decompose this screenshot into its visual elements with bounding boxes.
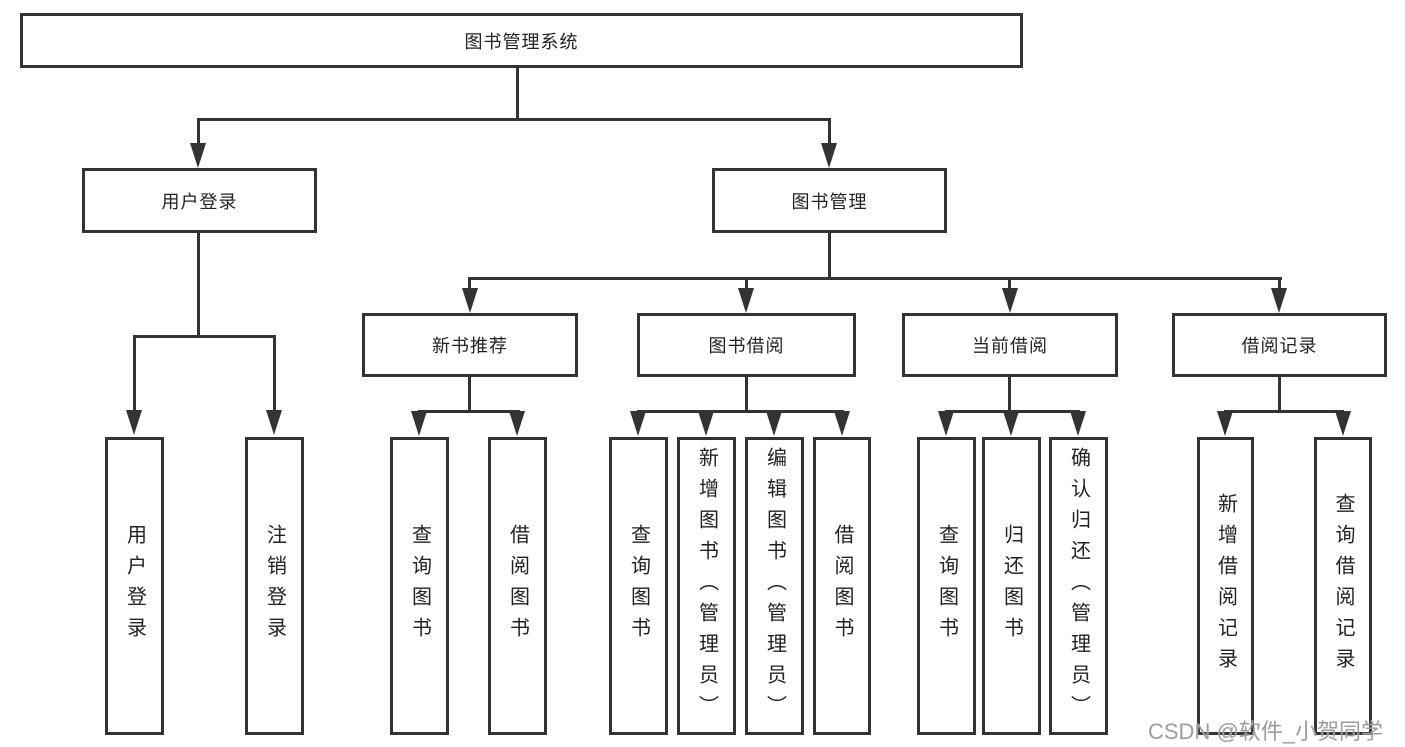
node-label: 用户登录 (161, 191, 238, 212)
arrow-down-icon (766, 411, 782, 436)
connector-line (1008, 375, 1011, 412)
node-label: 图书借阅 (708, 336, 785, 356)
connector-line (468, 277, 1282, 280)
connector-line (745, 277, 748, 291)
node-label: 归还图书 (1000, 524, 1023, 648)
connector-line (1278, 375, 1281, 412)
arrow-down-icon (938, 411, 954, 436)
leaf-logout: 注销登录 (245, 437, 304, 735)
arrow-down-icon (1070, 411, 1086, 436)
node-label: 编辑图书（管理员） (763, 446, 786, 726)
node-label: 用户登录 (123, 524, 146, 648)
node-borrowing-records: 借阅记录 (1172, 313, 1387, 377)
connector-line (1278, 277, 1281, 291)
connector-line (637, 410, 844, 413)
arrow-down-icon (190, 143, 206, 168)
csdn-watermark: CSDN @软件_小贺同学 (1148, 719, 1384, 744)
node-book-management: 图书管理 (712, 168, 947, 233)
node-label: 新增借阅记录 (1214, 493, 1237, 679)
node-label: 图书管理 (791, 191, 868, 212)
arrow-down-icon (266, 410, 282, 435)
connector-line (133, 335, 136, 412)
connector-line (828, 231, 831, 279)
node-user-login: 用户登录 (82, 168, 317, 233)
connector-line (745, 375, 748, 412)
connector-line (133, 335, 276, 338)
node-current-borrowing: 当前借阅 (902, 313, 1118, 377)
node-label: 确认归还（管理员） (1067, 446, 1090, 726)
arrow-down-icon (462, 288, 478, 313)
connector-line (197, 118, 200, 146)
leaf-return-book: 归还图书 (982, 437, 1041, 735)
node-label: 当前借阅 (972, 336, 1048, 356)
arrow-down-icon (698, 411, 714, 436)
connector-line (828, 118, 831, 146)
arrow-down-icon (821, 143, 837, 168)
node-label: 查询借阅记录 (1332, 493, 1354, 679)
leaf-user-login: 用户登录 (105, 437, 164, 735)
arrow-down-icon (411, 411, 427, 436)
node-library-system: 图书管理系统 (20, 13, 1023, 68)
connector-line (516, 66, 519, 120)
leaf-add-book-admin: 新增图书（管理员） (677, 437, 736, 735)
arrow-down-icon (1217, 411, 1233, 436)
leaf-query-books-recommend: 查询图书 (390, 437, 449, 735)
node-label: 新增图书（管理员） (695, 446, 718, 726)
node-new-book-recommend: 新书推荐 (362, 313, 578, 377)
arrow-down-icon (834, 411, 850, 436)
node-label: 查询图书 (935, 524, 958, 648)
connector-line (468, 375, 471, 412)
arrow-down-icon (126, 410, 142, 435)
node-label: 新书推荐 (432, 336, 508, 356)
arrow-down-icon (1003, 411, 1019, 436)
leaf-borrow-books-recommend: 借阅图书 (488, 437, 547, 735)
connector-line (468, 277, 471, 291)
arrow-down-icon (1002, 288, 1018, 313)
arrow-down-icon (1271, 288, 1287, 313)
arrow-down-icon (738, 288, 754, 313)
node-label: 借阅记录 (1241, 336, 1318, 356)
connector-line (418, 410, 520, 413)
leaf-add-borrow-record: 新增借阅记录 (1197, 437, 1254, 735)
arrow-down-icon (1335, 411, 1351, 436)
node-label: 查询图书 (627, 524, 650, 648)
leaf-query-books-borrowing: 查询图书 (609, 437, 668, 735)
connector-line (197, 118, 831, 121)
connector-line (197, 231, 200, 337)
node-book-borrowing: 图书借阅 (637, 313, 856, 377)
arrow-down-icon (630, 411, 646, 436)
leaf-borrow-books: 借阅图书 (813, 437, 871, 735)
node-label: 注销登录 (263, 524, 286, 648)
leaf-confirm-return-admin: 确认归还（管理员） (1049, 437, 1108, 735)
leaf-edit-book-admin: 编辑图书（管理员） (745, 437, 804, 735)
connector-line (1008, 277, 1011, 291)
leaf-query-borrow-record: 查询借阅记录 (1314, 437, 1372, 735)
connector-line (273, 335, 276, 412)
node-label: 借阅图书 (506, 524, 529, 648)
leaf-query-books-current: 查询图书 (917, 437, 976, 735)
node-label: 借阅图书 (831, 524, 853, 648)
node-label: 查询图书 (408, 524, 431, 648)
arrow-down-icon (509, 411, 525, 436)
node-label: 图书管理系统 (464, 31, 579, 52)
connector-line (1224, 410, 1344, 413)
